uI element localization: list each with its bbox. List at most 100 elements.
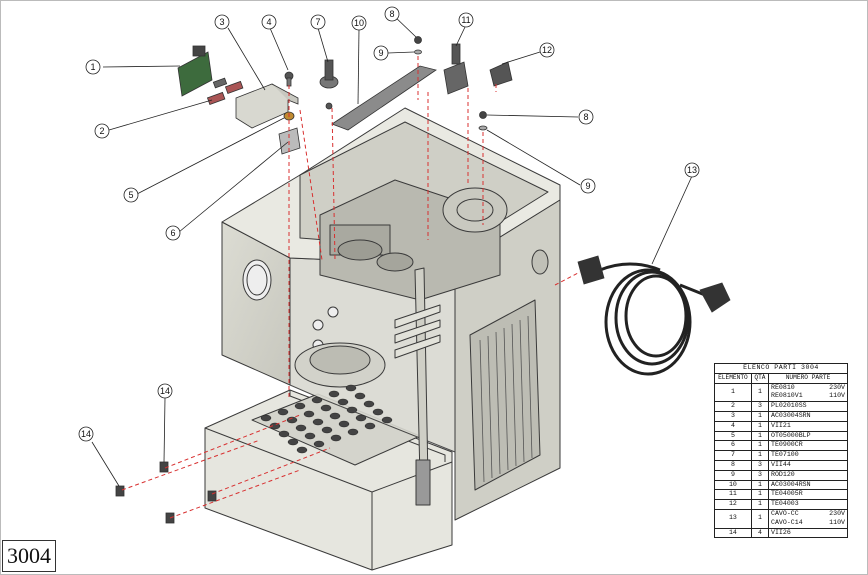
part-number-line: AC03004RSN: [771, 481, 845, 490]
part-number-line: CAVO-CC 230V: [771, 510, 845, 519]
callout-number: 7: [315, 17, 320, 27]
parts-row-qty: 1: [750, 479, 770, 491]
callout-12: 12: [539, 42, 555, 58]
callout-circle: [157, 383, 173, 399]
part-code: CAVO-CC: [771, 509, 799, 517]
callout-number: 12: [542, 45, 552, 55]
callout-circle: [384, 6, 400, 22]
tray-hole: [330, 434, 342, 442]
callout-circle: [580, 178, 596, 194]
part-code: VII44: [771, 460, 791, 468]
part-number-line: TE0900CR: [771, 441, 845, 450]
parts-row-part-number: VII26: [768, 527, 848, 539]
callout-number: 6: [170, 228, 175, 238]
part-code: ROD120: [771, 470, 795, 478]
callout-circle: [539, 42, 555, 58]
callout-11: 11: [458, 12, 474, 28]
callout-2: 2: [94, 123, 110, 139]
tray-hole: [347, 428, 359, 436]
callout-9: 9: [580, 178, 596, 194]
parts-row-qty: 3: [750, 469, 770, 481]
callout-10: 10: [351, 15, 367, 31]
drawing-number: 3004: [2, 540, 56, 572]
parts-row-item: 3: [714, 410, 752, 422]
parts-row-part-number: TE0900CR: [768, 440, 848, 452]
part-number-line: TE04003: [771, 500, 845, 509]
tray-hole: [313, 440, 325, 448]
tray-hole: [321, 426, 333, 434]
callout-number: 5: [128, 190, 133, 200]
callout-circle: [261, 14, 277, 30]
part-code: VII21: [771, 421, 791, 429]
callout-13: 13: [684, 162, 700, 178]
part-number-line: PL02010SS: [771, 402, 845, 411]
callout-number: 2: [99, 126, 104, 136]
tray-hole: [260, 414, 272, 422]
parts-row-qty: 1: [750, 499, 770, 510]
callout-circle: [578, 109, 594, 125]
parts-row-qty: 1: [750, 420, 770, 432]
parts-row-part-number: ROD120: [768, 469, 848, 481]
parts-row-qty: 3: [750, 401, 770, 412]
callout-circle: [351, 15, 367, 31]
tray-hole: [311, 396, 323, 404]
parts-row-part-number: VII21: [768, 420, 848, 432]
callout-6: 6: [165, 225, 181, 241]
callout-circle: [373, 45, 389, 61]
tray-hole: [295, 424, 307, 432]
header-item: ELEMENTO: [714, 372, 752, 384]
part-code: TE04005R: [771, 490, 803, 498]
parts-row-item: 11: [714, 489, 752, 501]
part-number-line: ROD120: [771, 471, 845, 480]
tray-hole: [381, 416, 393, 424]
parts-row-item: 8: [714, 459, 752, 471]
leader-lines: [91, 14, 693, 487]
tray-hole: [312, 418, 324, 426]
part-code: RE0810V1: [771, 392, 803, 400]
parts-row-item: 14: [714, 527, 752, 539]
part-code: RE0810: [771, 383, 795, 391]
parts-row-item: 13: [714, 508, 752, 529]
part-code: PL02010SS: [771, 402, 807, 410]
parts-row-item: 12: [714, 499, 752, 510]
tray-hole: [346, 406, 358, 414]
tray-hole: [304, 432, 316, 440]
parts-row-part-number: TE04003: [768, 499, 848, 510]
callout-9: 9: [373, 45, 389, 61]
callout-1: 1: [85, 59, 101, 75]
callout-number: 9: [585, 181, 590, 191]
parts-row-item: 4: [714, 420, 752, 432]
part-voltage: 230V: [829, 509, 845, 517]
callout-circle: [165, 225, 181, 241]
tray-hole: [287, 438, 299, 446]
tray-hole: [286, 416, 298, 424]
part-13-power-cable: [599, 262, 706, 376]
callout-number: 14: [160, 386, 170, 396]
part-code: TE07100: [771, 451, 799, 459]
callout-14: 14: [78, 426, 94, 442]
part-voltage: 110V: [829, 392, 845, 400]
part-code: VII26: [771, 528, 791, 536]
parts-row-part-number: PL02010SS: [768, 401, 848, 412]
part-number-line: VII44: [771, 461, 845, 470]
parts-row-item: 5: [714, 430, 752, 442]
parts-row-item: 2: [714, 401, 752, 412]
machine-body: [204, 107, 561, 571]
tray-hole: [277, 408, 289, 416]
drip-tray-holes: [260, 384, 393, 454]
callout-7: 7: [310, 14, 326, 30]
tray-hole: [294, 402, 306, 410]
callout-14: 14: [157, 383, 173, 399]
part-number-line: OT05000BLP: [771, 432, 845, 441]
header-qty: QTÀ: [750, 372, 770, 384]
part-number-line: RE0810V1 110V: [771, 392, 845, 401]
callout-number: 9: [378, 48, 383, 58]
